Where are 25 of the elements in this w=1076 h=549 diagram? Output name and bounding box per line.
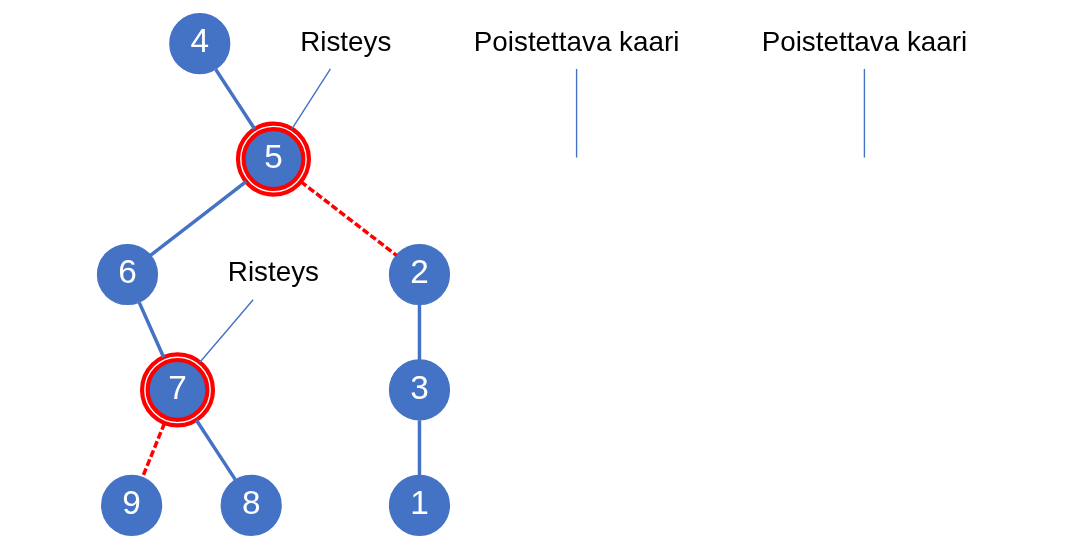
connector [863,68,866,159]
node-circle: 1 [388,474,451,536]
node-circle: 3 [388,359,451,421]
node-circle: 7 [139,352,216,428]
node-circle: 5 [235,121,311,197]
node-text: Risteys [300,25,392,57]
node-circle: 8 [220,474,282,536]
connector [417,420,422,476]
connector [195,419,237,481]
node-circle: 4 [169,13,231,75]
connector [214,68,257,130]
node-text: Poistettava kaari [473,25,680,57]
node-text: Poistettava kaari [761,25,968,57]
connector [291,68,332,130]
node-circle: 6 [96,243,159,306]
connector [137,301,166,358]
connector [149,180,248,257]
connector [140,422,167,478]
node-text: Risteys [227,256,320,288]
connector [299,180,398,257]
node-circle: 2 [388,243,451,306]
connector [575,68,578,159]
connector [417,304,422,360]
node-circle: 9 [101,474,163,536]
connector [199,299,254,363]
